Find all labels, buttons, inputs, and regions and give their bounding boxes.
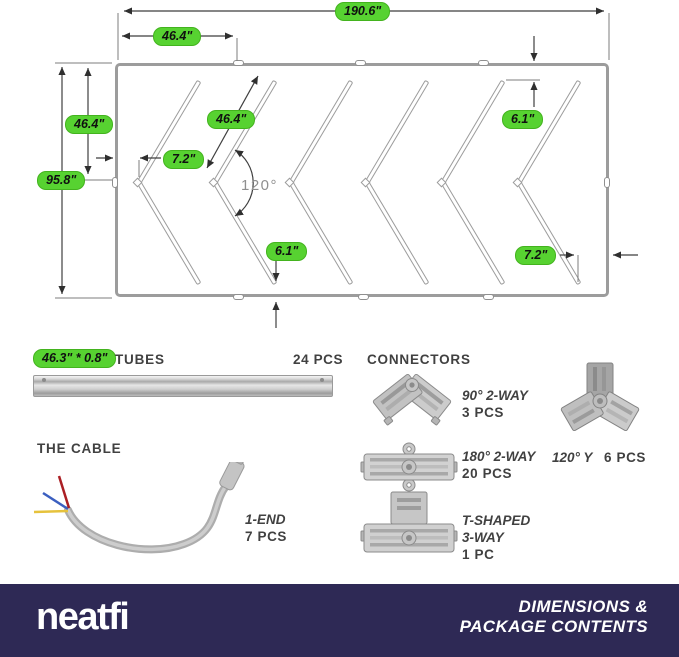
connector-t-name-line1: T-SHAPED	[462, 513, 531, 528]
connector-t-image	[360, 491, 458, 553]
footer-bar: neatfi DIMENSIONS & PACKAGE CONTENTS	[0, 584, 679, 657]
cable-type: 1-END	[245, 512, 286, 527]
dimension-badge-vertex-offset: 7.2"	[163, 150, 205, 169]
footer-title-line2: PACKAGE CONTENTS	[459, 617, 648, 636]
cable-wire-yellow	[33, 509, 69, 514]
cable-count: 7 PCS	[245, 529, 288, 544]
dimension-lines: 120°	[55, 7, 638, 328]
dimension-badge-total-width: 190.6"	[335, 2, 391, 21]
dimension-badge-left-height: 46.4"	[65, 115, 114, 134]
cable-wire-blue	[42, 491, 69, 511]
cable-spec: 1-END 7 PCS	[245, 511, 287, 545]
tube-image	[33, 375, 333, 397]
cable-label: THE CABLE	[37, 441, 122, 456]
cable-cord	[64, 482, 230, 554]
dimension-badge-top-segment: 46.4"	[153, 27, 202, 46]
angle-label: 120°	[241, 177, 278, 194]
edge-connector-mark	[478, 60, 489, 66]
tube-size-badge: 46.3" * 0.8"	[33, 349, 117, 368]
connector-t-name-line2: 3-WAY	[462, 530, 504, 545]
dimension-badge-total-height: 95.8"	[37, 171, 86, 190]
connector-y-name-wrap: 120° Y	[552, 449, 592, 466]
fixture-dimension-diagram: 120° 190.6" 46.4" 46.4" 95.8" 46.4" 7.2"…	[37, 2, 638, 328]
cable-connector	[219, 462, 245, 491]
connector-t-spec: T-SHAPED 3-WAY 1 PC	[462, 512, 530, 563]
connector-90-image	[372, 373, 452, 426]
edge-connector-mark	[355, 60, 366, 66]
connector-180-name: 180° 2-WAY	[462, 449, 536, 464]
dimension-badge-tube-length: 46.4"	[207, 110, 256, 129]
dimension-badge-bottom-right-gap: 7.2"	[515, 246, 557, 265]
edge-connector-mark	[358, 294, 369, 300]
dimension-badge-top-right-gap: 6.1"	[502, 110, 544, 129]
edge-connector-mark	[112, 177, 118, 188]
tube-screw	[42, 378, 46, 382]
brand-logo: neatfi	[36, 596, 130, 638]
cable-wire-red	[57, 475, 71, 509]
connector-y-count: 6 PCS	[604, 450, 647, 465]
connector-180-image	[360, 442, 458, 492]
connector-y-name: 120° Y	[552, 450, 593, 465]
connector-90-count: 3 PCS	[462, 405, 505, 420]
connector-t-count: 1 PC	[462, 547, 495, 562]
footer-title-line1: DIMENSIONS &	[518, 597, 648, 616]
connector-90-name: 90° 2-WAY	[462, 388, 528, 403]
footer-title: DIMENSIONS & PACKAGE CONTENTS	[460, 597, 648, 637]
connector-180-spec: 180° 2-WAY 20 PCS	[462, 448, 535, 482]
dimension-badge-bottom-gap: 6.1"	[266, 242, 308, 261]
tube-screw	[320, 378, 324, 382]
edge-connector-mark	[233, 294, 244, 300]
edge-connector-mark	[233, 60, 244, 66]
edge-connector-mark	[483, 294, 494, 300]
connector-90-spec: 90° 2-WAY 3 PCS	[462, 387, 528, 421]
cable-image	[33, 462, 245, 554]
connectors-label: CONNECTORS	[367, 352, 471, 367]
edge-connector-mark	[604, 177, 610, 188]
connector-180-count: 20 PCS	[462, 466, 513, 481]
tubes-count: 24 PCS	[293, 352, 344, 367]
tubes-label: TUBES	[115, 352, 165, 367]
connector-y-image	[560, 362, 640, 432]
